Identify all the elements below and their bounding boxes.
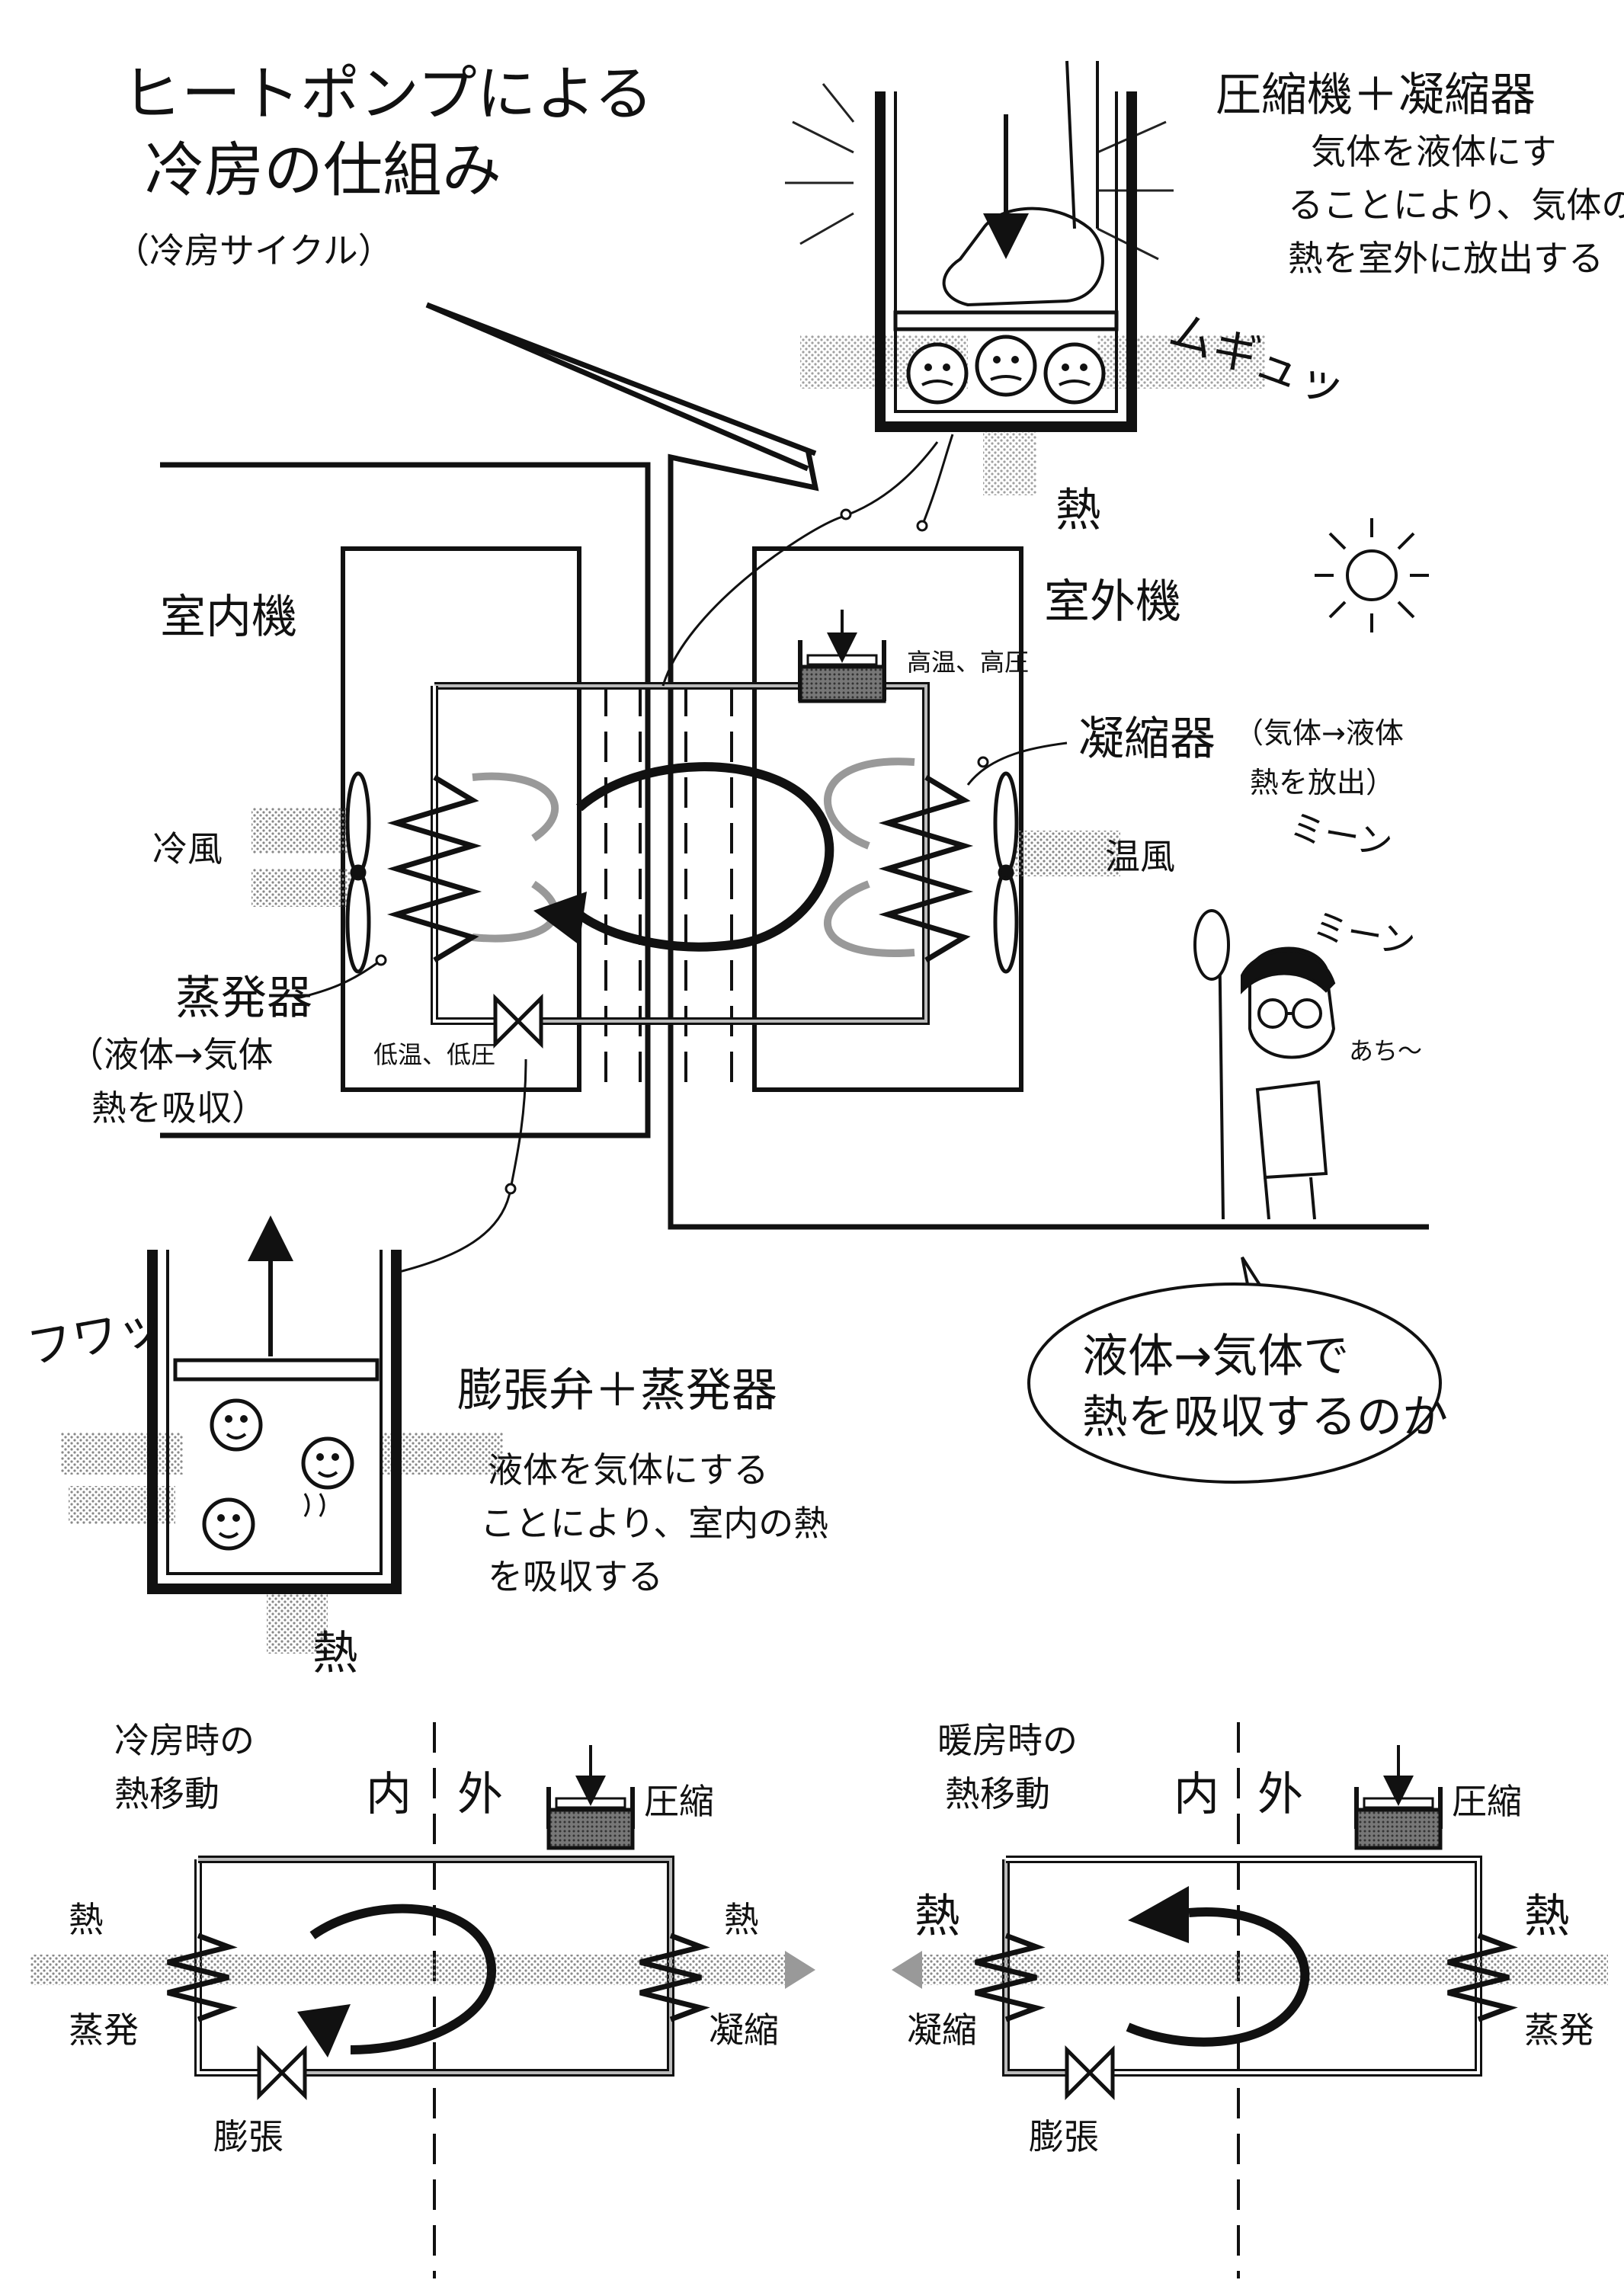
compressor-desc2: ることにより、気体の	[1288, 184, 1624, 226]
compressor-icon	[798, 610, 886, 703]
cooling-expand: 膨張	[213, 2116, 283, 2157]
condenser-coil	[878, 774, 974, 963]
outdoor-fan-icon	[993, 771, 1019, 974]
expansion-box	[61, 1215, 503, 1654]
compressor-sfx: ムギュッ	[1162, 303, 1352, 416]
indoor-fan-icon	[345, 771, 371, 974]
expansion-desc3: を吸収する	[488, 1556, 663, 1597]
compressor-box	[785, 60, 1265, 495]
speech-bubble	[1027, 1256, 1442, 1484]
cold-air-label: 冷風	[152, 828, 223, 869]
heating-outside: 外	[1257, 1768, 1303, 1821]
expansion-desc1: 液体を気体にする	[488, 1449, 768, 1491]
heating-heat-left: 熱	[915, 1890, 960, 1943]
cicada-sfx1: ミーン	[1286, 806, 1395, 865]
low-temp-pressure-label: 低温、低圧	[373, 1040, 495, 1069]
heating-evap: 蒸発	[1524, 2009, 1594, 2051]
evaporator-note2: 熱を吸収）	[91, 1087, 267, 1129]
evaporator-label: 蒸発器	[175, 972, 312, 1025]
condenser-note2: 熱を放出）	[1250, 766, 1395, 799]
cooling-title2: 熱移動	[114, 1773, 219, 1814]
title-sub: （冷房サイクル）	[114, 230, 393, 271]
heating-compress: 圧縮	[1452, 1781, 1522, 1822]
heating-title1: 暖房時の	[937, 1720, 1078, 1761]
airflow-warm	[824, 757, 1120, 957]
title-line2: 冷房の仕組み	[145, 136, 501, 205]
expansion-valve-icon	[493, 993, 543, 1049]
bubble-line2: 熱を吸収するのか	[1082, 1391, 1448, 1444]
cooling-cond: 凝縮	[709, 2009, 779, 2051]
condenser-note1: （気体→液体	[1235, 716, 1404, 750]
house-structure	[160, 302, 1429, 1230]
expansion-heading: 膨張弁＋蒸発器	[457, 1364, 777, 1417]
title-line1: ヒートポンプによる	[122, 60, 653, 129]
outdoor-unit-label: 室外機	[1044, 575, 1181, 629]
heating-cond: 凝縮	[907, 2009, 977, 2051]
cooling-inside: 内	[366, 1768, 412, 1821]
cooling-heat-right: 熱	[724, 1899, 759, 1940]
evaporator-coil	[386, 774, 482, 963]
cooling-title1: 冷房時の	[114, 1720, 255, 1761]
condenser-label: 凝縮器	[1078, 712, 1216, 766]
cooling-heat-left: 熱	[69, 1899, 104, 1940]
bubble-line1: 液体→気体で	[1082, 1330, 1349, 1383]
high-temp-pressure-label: 高温、高圧	[907, 648, 1029, 677]
person-with-net	[1193, 909, 1336, 1220]
expansion-sfx: フワッ	[23, 1299, 167, 1375]
compressor-desc3: 熱を室外に放出する	[1288, 238, 1603, 279]
sun-icon	[1315, 518, 1429, 632]
expansion-heat: 熱	[312, 1627, 358, 1680]
evaporator-note1: （液体→気体	[69, 1034, 274, 1075]
airflow-cold	[251, 772, 559, 943]
cicada-sfx2: ミーン	[1309, 905, 1418, 964]
heating-expand: 膨張	[1029, 2116, 1099, 2157]
heating-diagram	[892, 1722, 1608, 2278]
expansion-desc2: ことにより、室内の熱	[480, 1503, 828, 1544]
heating-heat-right: 熱	[1524, 1890, 1570, 1943]
compressor-heat: 熱	[1055, 484, 1101, 537]
warm-air-label: 温風	[1105, 836, 1175, 877]
compressor-desc1: 気体を液体にす	[1311, 131, 1556, 172]
cooling-evap: 蒸発	[69, 2009, 139, 2051]
indoor-unit-label: 室内機	[160, 591, 297, 644]
compressor-heading: 圧縮機＋凝縮器	[1216, 69, 1536, 122]
cooling-compress: 圧縮	[644, 1781, 714, 1822]
heating-inside: 内	[1174, 1768, 1219, 1821]
cooling-outside: 外	[457, 1768, 503, 1821]
cooling-diagram	[30, 1722, 815, 2278]
person-mutter: あち～	[1349, 1036, 1422, 1065]
heating-title2: 熱移動	[945, 1773, 1050, 1814]
